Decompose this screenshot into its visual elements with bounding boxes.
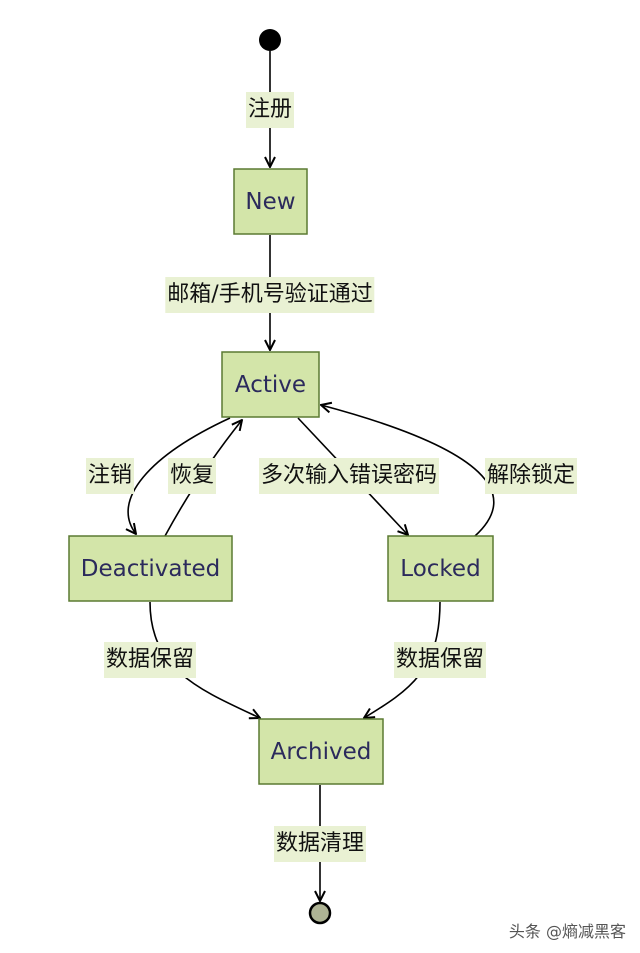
state-label: Deactivated: [81, 556, 220, 582]
watermark: 头条 @熵减黑客: [508, 922, 626, 941]
transition-label-restore: 恢复: [167, 458, 217, 494]
state-label: Locked: [400, 556, 480, 582]
edge-unlock: [321, 405, 495, 537]
state-archived[interactable]: Archived: [258, 718, 384, 785]
state-locked[interactable]: Locked: [387, 535, 494, 602]
transition-label-verified: 邮箱/手机号验证通过: [165, 277, 375, 313]
state-label: Active: [235, 372, 306, 398]
state-active[interactable]: Active: [221, 351, 320, 418]
transition-label-retain-locked: 数据保留: [393, 642, 487, 678]
transition-label-register: 注册: [245, 92, 295, 128]
transition-label-retain-deactivated: 数据保留: [103, 642, 197, 678]
initial-state: [259, 29, 281, 51]
transition-label-deactivate: 注销: [85, 458, 135, 494]
transition-label-unlock: 解除锁定: [484, 458, 578, 494]
transition-label-cleanup: 数据清理: [273, 826, 367, 862]
state-deactivated[interactable]: Deactivated: [68, 535, 233, 602]
state-new[interactable]: New: [233, 168, 308, 235]
edge-deactivate: [128, 417, 231, 534]
state-label: New: [245, 189, 295, 215]
final-state: [308, 901, 332, 925]
state-label: Archived: [271, 739, 372, 765]
transition-label-wrong-password: 多次输入错误密码: [258, 458, 440, 494]
